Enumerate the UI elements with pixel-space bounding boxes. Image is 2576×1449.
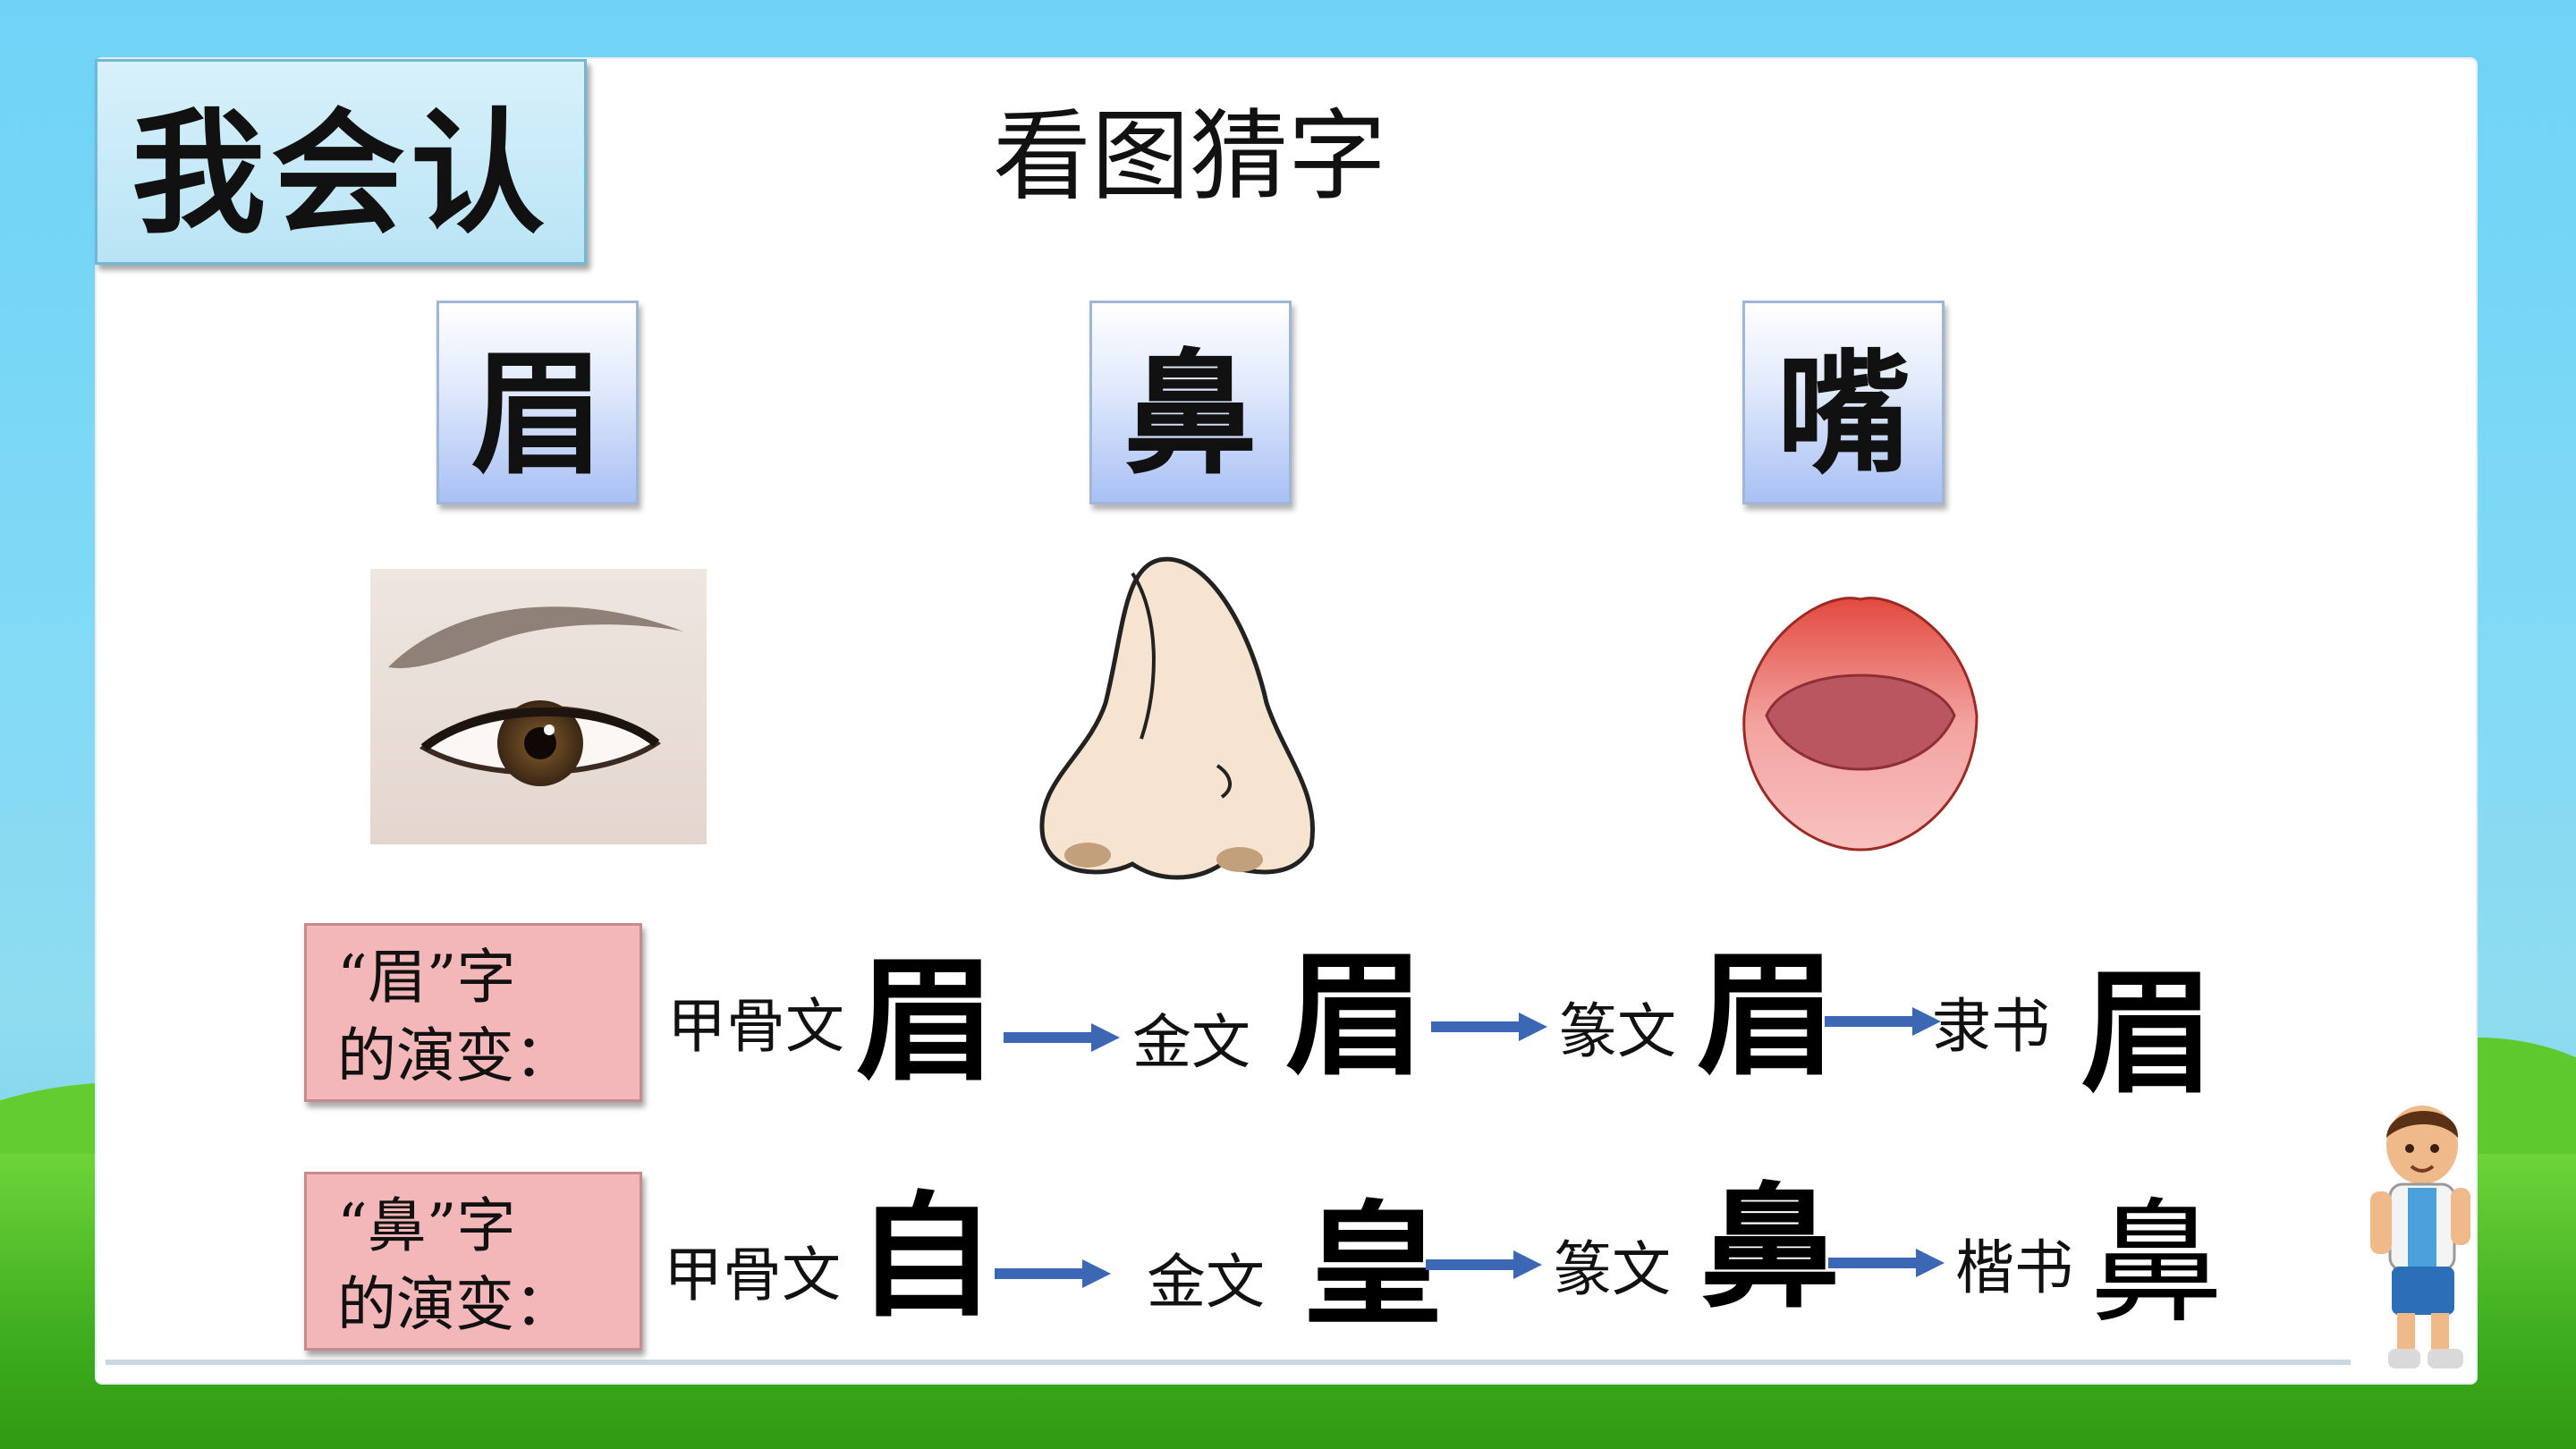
stage-label-oracle: 甲骨文: [664, 1241, 841, 1309]
char-card-mouth[interactable]: 嘴: [1742, 301, 1945, 504]
glyph-bronze-mei: 眉: [1284, 936, 1426, 1094]
arrow-right-icon: [1828, 1249, 1945, 1277]
evolution-label-line2: 的演变：: [337, 1021, 573, 1090]
evolution-label-mei: “眉”字 的演变：: [304, 923, 642, 1102]
page-title: 我会认: [131, 94, 550, 252]
stage-label-seal: 篆文: [1558, 997, 1676, 1066]
cartoon-boy-image: [2370, 1106, 2470, 1368]
glyph-regular-bi: 鼻: [2089, 1186, 2224, 1342]
stage-label-regular: 楷书: [1955, 1233, 2073, 1302]
nose-image: [1039, 556, 1315, 880]
title-box: 我会认: [95, 59, 587, 265]
stage-label-bronze: 金文: [1147, 1248, 1265, 1317]
evolution-label-bi: “鼻”字 的演变：: [304, 1172, 642, 1351]
eyebrow-eye-image: [370, 569, 707, 844]
char-card-label: 鼻: [1123, 335, 1258, 493]
glyph-bronze-bi: 皇: [1302, 1187, 1444, 1344]
mouth-image: [1742, 597, 1979, 852]
arrow-right-icon: [1825, 1007, 1941, 1036]
glyph-oracle-bi: 自: [855, 1178, 996, 1335]
arrow-right-icon: [1426, 1250, 1542, 1279]
page-subtitle: 看图猜字: [993, 99, 1386, 214]
stage-label-bronze: 金文: [1132, 1008, 1250, 1077]
evolution-label-line2: 的演变：: [337, 1270, 573, 1339]
arrow-right-icon: [1431, 1013, 1547, 1041]
stage-label-seal: 篆文: [1553, 1235, 1671, 1304]
glyph-seal-bi: 鼻: [1699, 1169, 1841, 1326]
arrow-right-icon: [1004, 1023, 1120, 1052]
char-card-eyebrow[interactable]: 眉: [436, 301, 639, 504]
stage-label-oracle: 甲骨文: [667, 992, 844, 1061]
glyph-seal-mei: 眉: [1696, 936, 1837, 1094]
char-card-label: 眉: [470, 335, 605, 493]
stage-label-clerical: 隶书: [1932, 992, 2050, 1061]
evolution-label-line1: “鼻”字: [337, 1191, 516, 1260]
arrow-right-icon: [995, 1259, 1111, 1288]
char-card-nose[interactable]: 鼻: [1089, 301, 1292, 504]
panel-divider: [106, 1360, 2351, 1365]
glyph-oracle-mei: 眉: [855, 942, 996, 1099]
evolution-label-line1: “眉”字: [337, 943, 516, 1012]
glyph-clerical-mei: 眉: [2080, 954, 2216, 1112]
char-card-label: 嘴: [1775, 335, 1911, 493]
